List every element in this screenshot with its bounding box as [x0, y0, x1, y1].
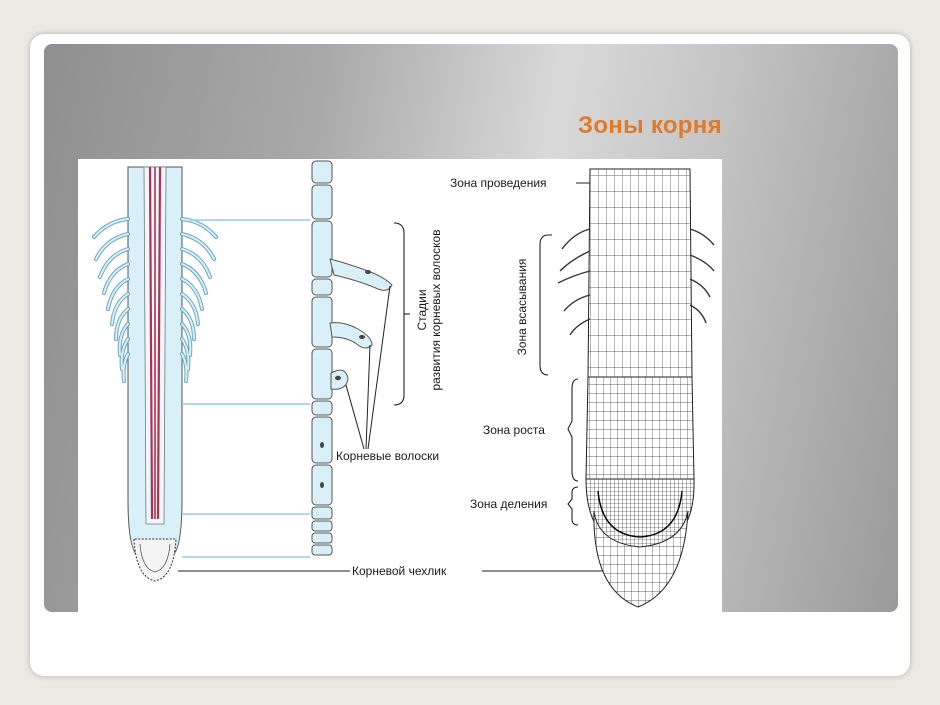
root-hair-mature — [329, 258, 393, 291]
root-cap-label: Корневой чехлик — [352, 564, 447, 578]
stages-label-line1: Стадии — [415, 289, 429, 330]
zone-divider-lines — [182, 219, 310, 558]
stages-bracket — [393, 222, 405, 406]
root-hair-pointer-lines — [345, 285, 391, 450]
growth-zone-label: Зона роста — [483, 423, 545, 437]
division-zone-bracket — [567, 486, 579, 526]
absorption-zone-bracket — [539, 234, 549, 376]
absorption-zone-label: Зона всасывания — [515, 259, 529, 356]
root-hairs-label: Корневые волоски — [336, 449, 439, 463]
root-hair-growing — [329, 322, 373, 349]
division-zone-label: Зона деления — [470, 497, 547, 511]
right-root-cap — [593, 510, 689, 608]
right-root-hairs — [557, 228, 715, 336]
root-zones-figure: Стадии развития корневых волосков Корнев… — [78, 159, 722, 612]
slide-title: Зоны корня — [578, 112, 722, 139]
left-root-cap — [133, 538, 177, 582]
epidermis-cell-column — [311, 160, 393, 556]
stages-label-line2: развития корневых волосков — [429, 229, 443, 390]
left-root — [92, 166, 218, 582]
conduction-zone-label: Зона проведения — [450, 176, 547, 190]
right-root-section — [557, 168, 715, 608]
root-diagram-svg: Стадии развития корневых волосков Корнев… — [92, 160, 715, 608]
growth-zone-bracket — [567, 378, 579, 482]
